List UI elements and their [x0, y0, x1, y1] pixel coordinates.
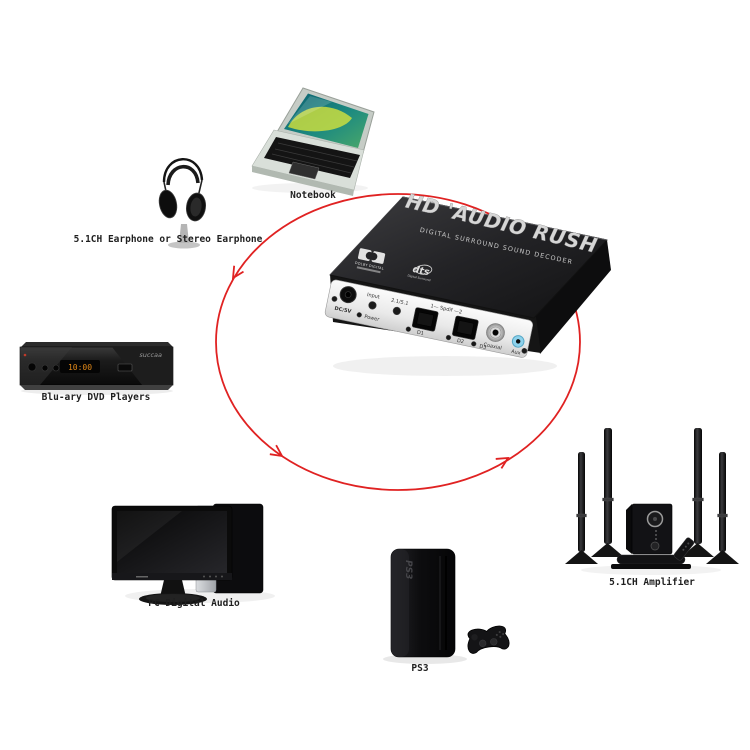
decoder-shadow — [333, 356, 557, 376]
notebook-screen-glare — [288, 96, 332, 124]
earphone-headband-outer — [162, 158, 204, 183]
dvd-display-time: 10:00 — [68, 363, 92, 372]
pc-label: PC Digital Audio — [148, 598, 240, 609]
controller-stick-right — [490, 638, 498, 646]
dvd-power-led — [23, 353, 27, 357]
tower-speaker-inner-left — [591, 428, 624, 557]
controller-stick-left — [479, 639, 487, 647]
dts-logo-icon: dts Digital Surround — [407, 264, 433, 282]
pc-screen-glare — [117, 511, 182, 562]
ps3-label: PS3 — [411, 663, 429, 674]
decoder-left-edge-highlight — [329, 196, 404, 276]
notebook-front-edge — [252, 166, 354, 196]
pc-monitor-brand-mark — [136, 576, 148, 578]
decoder-panel: DC/5V Input Power 2.1/5.1 1— Spdif —2 D1… — [324, 279, 534, 358]
panel-screw-right-icon — [521, 348, 528, 354]
ps3-gloss-spine — [391, 549, 409, 657]
d3-led — [471, 341, 477, 347]
dolby-digital-logo-icon: DOLBY DIGITAL — [355, 248, 386, 274]
power-led — [356, 312, 362, 318]
notebook-illustration — [251, 87, 375, 196]
ps3-controller — [467, 625, 510, 654]
pc-illustration — [111, 503, 275, 605]
d2-led — [445, 334, 452, 341]
tower-speaker-outer-left — [565, 452, 598, 564]
dts-logo-subtext: Digital Surround — [407, 273, 431, 282]
earphone-label: 5.1CH Earphone or Stereo Earphone — [73, 234, 263, 245]
earphone-headband-inner — [166, 165, 200, 186]
arrow-left-icon — [231, 265, 244, 280]
controller-dpad — [471, 634, 478, 641]
earphone-cushion — [190, 197, 202, 217]
mode-label: 2.1/5.1 — [390, 298, 408, 307]
dvd-usb-port — [117, 363, 133, 372]
subwoofer — [626, 503, 673, 555]
center-speaker-bar — [611, 554, 691, 569]
dvd-button-3 — [52, 364, 60, 372]
tower-speaker-outer-right — [706, 452, 739, 564]
ps3-illustration: PS3 — [383, 548, 510, 664]
panel-screw-left-icon — [331, 296, 338, 302]
dvd-base — [20, 385, 173, 390]
notebook-wallpaper-swirl — [288, 106, 352, 132]
controller-body — [467, 625, 510, 654]
earphone-cup-left — [158, 189, 178, 219]
pc-stand-neck — [160, 580, 186, 597]
dvd-top-face — [21, 342, 173, 347]
ps3-console-logo: PS3 — [403, 560, 413, 579]
amplifier-label: 5.1CH Amplifier — [609, 577, 695, 588]
pc-monitor-screen — [117, 511, 227, 573]
dvd-facet — [112, 347, 173, 385]
dvd-button-1 — [27, 362, 37, 372]
subwoofer-volume-knob — [650, 541, 660, 551]
dvd-display — [60, 360, 100, 373]
d1-label: D1 — [416, 330, 424, 337]
input-button — [368, 301, 377, 310]
notebook-touchpad — [288, 161, 320, 180]
dvd-brand: succaa — [139, 351, 162, 359]
decoder-device: HD 'AUDIO RUSH DIGITAL SURROUND SOUND DE… — [324, 188, 611, 376]
remote-control — [673, 537, 695, 561]
earphone-stand-post — [179, 224, 189, 243]
flow-ellipse-path — [215, 193, 581, 491]
decoder-top-edge-highlight — [402, 196, 608, 241]
power-label: Power — [364, 314, 381, 323]
tower-speaker-inner-right — [681, 428, 714, 557]
earphone-illustration — [158, 158, 207, 249]
notebook-label: Notebook — [290, 190, 336, 201]
decoder-side-face — [534, 240, 611, 354]
earphone-stand-base — [168, 241, 200, 249]
notebook-key-rows — [271, 142, 358, 174]
dolby-logo-text: DOLBY DIGITAL — [355, 261, 385, 271]
aux-label: Aux — [511, 349, 522, 357]
d3-label: D3 — [479, 344, 487, 351]
dc-label: DC/5V — [334, 306, 352, 315]
input-label: Input — [366, 292, 380, 301]
amplifier-illustration — [565, 428, 739, 575]
pc-monitor-chin — [112, 573, 232, 580]
dvd-label: Blu-ary DVD Players — [41, 392, 151, 403]
mode-button — [392, 306, 401, 316]
coaxial-label: Coaxial — [483, 342, 502, 352]
flow-ellipse — [215, 193, 581, 491]
d1-led — [405, 326, 411, 332]
arrow-bottom-right-icon — [495, 456, 510, 469]
dvd-button-2 — [41, 364, 49, 372]
dvd-player-illustration: succaa 10:00 — [19, 342, 174, 395]
arrow-bottom-left-icon — [269, 444, 284, 458]
d2-label: D2 — [456, 338, 464, 345]
